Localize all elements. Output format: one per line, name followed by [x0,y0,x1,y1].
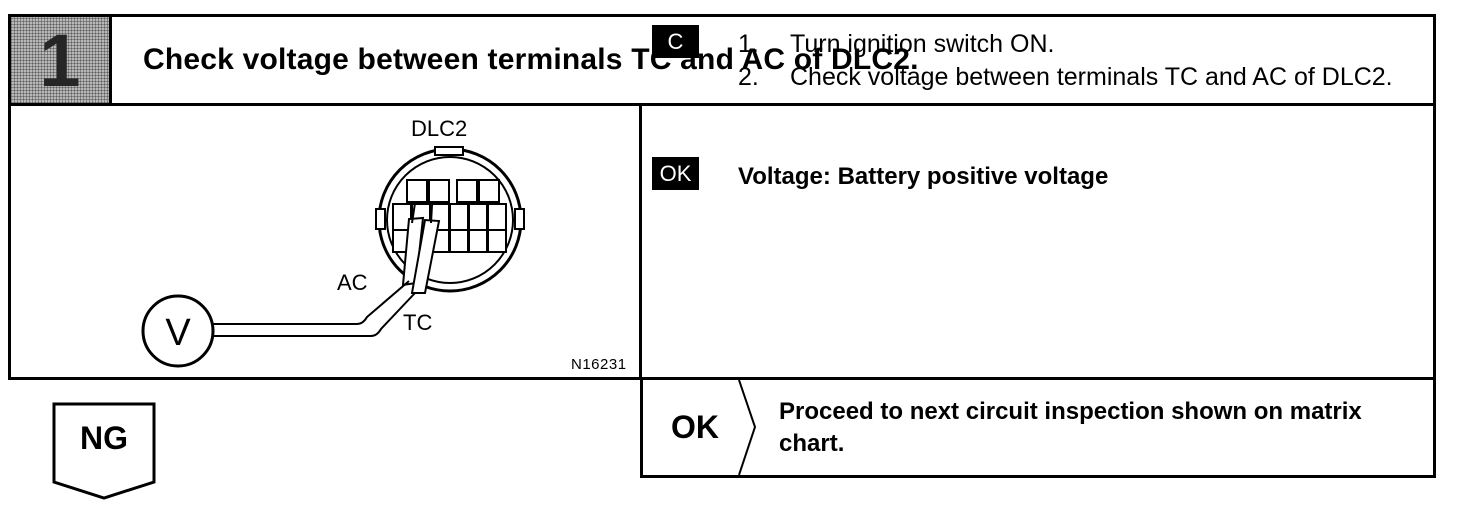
instruction-step: 2. Check voltage between terminals TC an… [738,61,1428,127]
terminal-tc-label: TC [403,310,432,335]
step-number-box: 1 [11,17,112,103]
vertical-divider [639,103,642,377]
ok-specification: Voltage: Battery positive voltage [738,163,1109,190]
instruction-step: 1. Turn ignition switch ON. [738,28,1428,61]
condition-badge: C [652,25,699,58]
connector-inner-ring [386,156,514,284]
connector-tab [434,146,464,156]
voltmeter-icon [141,294,215,368]
terminal-ac-label: AC [337,270,368,295]
step-number: 1 [39,18,81,102]
ok-badge: OK [652,157,699,190]
chevron-right-icon [738,380,757,475]
step-text: Turn ignition switch ON. [790,30,1055,58]
connector-label: DLC2 [411,116,467,141]
ng-result-label: NG [80,420,128,456]
ok-result-box: OK Proceed to next circuit inspection sh… [640,380,1436,478]
connector-illustration: DLC2 AC TC V [141,116,525,368]
connector-left-lug [375,208,386,230]
step-num: 1. [738,30,759,58]
connector-right-lug [514,208,525,230]
ok-result-label: OK [671,409,719,445]
dlc2-voltage-diagram: DLC2 AC TC V N16231 [11,103,639,377]
ng-arrow-shape [52,402,156,500]
step-text: Check voltage between terminals TC and A… [790,63,1393,91]
tc-lead [211,292,416,337]
step-header: 1 Check voltage between terminals TC and… [8,14,1436,106]
voltmeter-label: V [165,312,191,354]
figure-code: N16231 [571,356,627,373]
ac-lead [211,280,410,325]
ok-result-text: Proceed to next circuit inspection shown… [779,398,1362,457]
step-body: DLC2 AC TC V N16231 [8,103,1436,380]
step-num: 2. [738,63,759,91]
step-title: Check voltage between terminals TC and A… [143,43,919,76]
